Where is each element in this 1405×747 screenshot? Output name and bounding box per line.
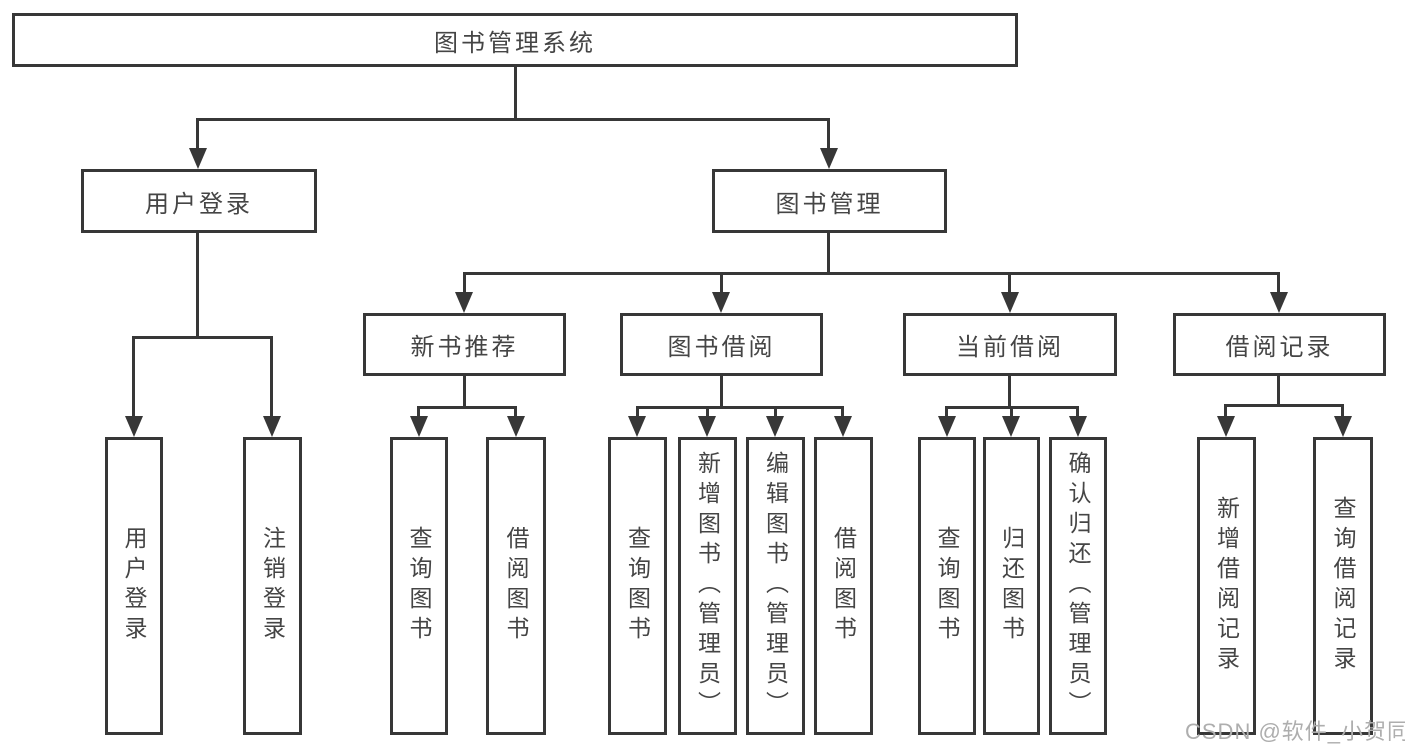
- leaf-br-add-record-label: 新增借阅记录: [1213, 496, 1240, 676]
- connector-stem-current-borrow: [1008, 272, 1011, 294]
- node-new-book-rec: 新书推荐: [363, 313, 566, 376]
- arrowhead-br-query: [1334, 416, 1352, 437]
- arrowhead-leaf-login: [125, 416, 143, 437]
- connector-user-login-drop: [196, 233, 199, 336]
- connector-borrow-records-bus: [1224, 404, 1343, 407]
- connector-stem-book-mgmt: [827, 118, 830, 151]
- arrowhead-bb-query: [628, 416, 646, 437]
- leaf-bb-borrow-books-label: 借阅图书: [830, 526, 857, 646]
- connector-root-bus: [196, 118, 830, 121]
- leaf-bb-borrow-books: 借阅图书: [814, 437, 873, 735]
- node-book-borrow-label: 图书借阅: [667, 334, 776, 361]
- connector-borrow-records-drop: [1277, 376, 1280, 404]
- connector-stem-bb-edit: [774, 406, 777, 418]
- node-borrow-records-label: 借阅记录: [1225, 334, 1334, 361]
- arrowhead-new-book: [455, 292, 473, 313]
- connector-stem-br-add: [1224, 404, 1227, 418]
- connector-stem-leaf-logout: [270, 336, 273, 418]
- connector-stem-bb-add: [706, 406, 709, 418]
- leaf-br-query-record-label: 查询借阅记录: [1330, 496, 1356, 676]
- connector-book-borrow-bus: [636, 406, 844, 409]
- arrowhead-current-borrow: [1001, 292, 1019, 313]
- leaf-nb-query-books: 查询图书: [390, 437, 448, 735]
- leaf-cb-query-books: 查询图书: [918, 437, 976, 735]
- leaf-bb-edit-books-label: 编辑图书（管理员）: [762, 451, 789, 721]
- leaf-cb-return-books: 归还图书: [983, 437, 1040, 735]
- connector-stem-new-book: [463, 272, 466, 294]
- connector-stem-cb-confirm: [1076, 406, 1079, 418]
- arrowhead-cb-query: [938, 416, 956, 437]
- leaf-br-query-record: 查询借阅记录: [1313, 437, 1373, 735]
- connector-book-mgmt-drop: [827, 233, 830, 272]
- leaf-nb-borrow-books: 借阅图书: [486, 437, 546, 735]
- arrowhead-br-add: [1217, 416, 1235, 437]
- node-user-login-label: 用户登录: [145, 190, 253, 218]
- connector-user-login-bus: [132, 336, 273, 339]
- arrowhead-book-mgmt: [820, 148, 838, 169]
- connector-stem-bb-query: [636, 406, 639, 418]
- node-book-mgmt-label: 图书管理: [775, 190, 884, 218]
- arrowhead-borrow-records: [1270, 292, 1288, 313]
- connector-stem-cb-return: [1010, 406, 1013, 418]
- node-book-borrow: 图书借阅: [620, 313, 823, 376]
- arrowhead-leaf-logout: [263, 416, 281, 437]
- connector-stem-book-borrow: [720, 272, 723, 294]
- connector-book-mgmt-bus: [463, 272, 1280, 275]
- leaf-cb-confirm-return-label: 确认归还（管理员）: [1065, 451, 1091, 721]
- leaf-br-add-record: 新增借阅记录: [1197, 437, 1256, 735]
- arrowhead-user-login: [189, 148, 207, 169]
- node-book-mgmt: 图书管理: [712, 169, 947, 233]
- arrowhead-cb-return: [1002, 416, 1020, 437]
- arrowhead-bb-edit: [766, 416, 784, 437]
- node-borrow-records: 借阅记录: [1173, 313, 1386, 376]
- leaf-nb-query-books-label: 查询图书: [406, 526, 432, 646]
- arrowhead-nb-query: [410, 416, 428, 437]
- connector-stem-borrow-records: [1277, 272, 1280, 294]
- node-root: 图书管理系统: [12, 13, 1018, 67]
- connector-new-book-bus: [417, 406, 517, 409]
- arrowhead-cb-confirm: [1069, 416, 1087, 437]
- node-new-book-rec-label: 新书推荐: [410, 334, 519, 361]
- node-current-borrow-label: 当前借阅: [956, 334, 1064, 361]
- connector-root-drop: [514, 67, 517, 118]
- connector-current-borrow-drop: [1008, 376, 1011, 406]
- arrowhead-bb-borrow: [834, 416, 852, 437]
- connector-stem-nb-borrow: [514, 406, 517, 418]
- leaf-cb-confirm-return: 确认归还（管理员）: [1049, 437, 1107, 735]
- connector-new-book-drop: [463, 376, 466, 406]
- watermark: CSDN @软件_小贺同学: [1185, 719, 1405, 744]
- connector-book-borrow-drop: [720, 376, 723, 406]
- leaf-cb-return-books-label: 归还图书: [998, 526, 1025, 646]
- leaf-bb-query-books: 查询图书: [608, 437, 667, 735]
- leaf-logout-label: 注销登录: [259, 526, 286, 646]
- connector-stem-leaf-login: [132, 336, 135, 418]
- leaf-user-login-label: 用户登录: [121, 526, 147, 646]
- leaf-logout: 注销登录: [243, 437, 302, 735]
- leaf-user-login: 用户登录: [105, 437, 163, 735]
- leaf-bb-add-books: 新增图书（管理员）: [678, 437, 737, 735]
- arrowhead-book-borrow: [712, 292, 730, 313]
- leaf-bb-edit-books: 编辑图书（管理员）: [746, 437, 805, 735]
- leaf-nb-borrow-books-label: 借阅图书: [503, 526, 529, 646]
- leaf-cb-query-books-label: 查询图书: [934, 526, 960, 646]
- leaf-bb-query-books-label: 查询图书: [624, 526, 651, 646]
- arrowhead-nb-borrow: [507, 416, 525, 437]
- node-user-login: 用户登录: [81, 169, 317, 233]
- connector-stem-user-login: [196, 118, 199, 151]
- leaf-bb-add-books-label: 新增图书（管理员）: [694, 451, 721, 721]
- node-current-borrow: 当前借阅: [903, 313, 1117, 376]
- node-root-label: 图书管理系统: [434, 29, 596, 57]
- connector-stem-bb-borrow: [841, 406, 844, 418]
- connector-stem-br-query: [1341, 404, 1344, 418]
- arrowhead-bb-add: [698, 416, 716, 437]
- connector-stem-nb-query: [417, 406, 420, 418]
- connector-stem-cb-query: [945, 406, 948, 418]
